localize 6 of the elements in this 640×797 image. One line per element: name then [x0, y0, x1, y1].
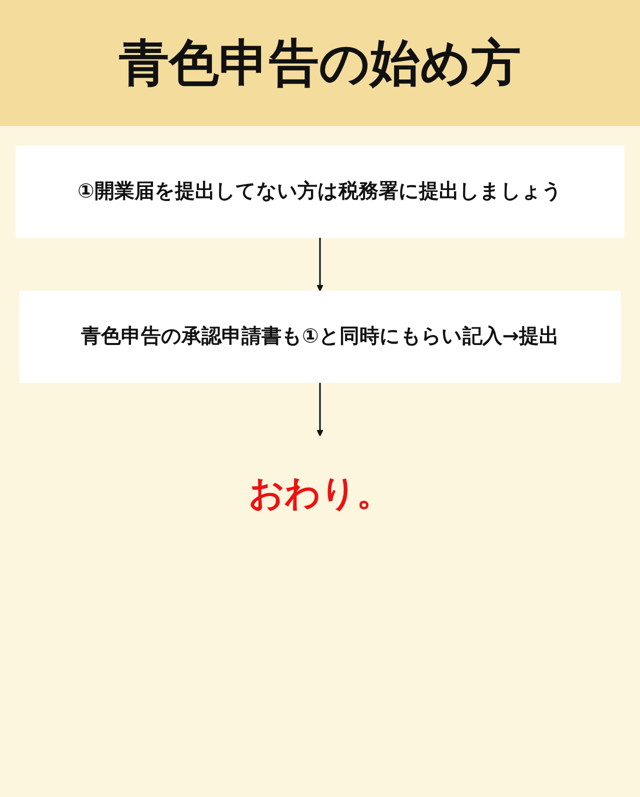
arrow — [316, 237, 324, 292]
node-text: おわり。 — [248, 472, 392, 514]
node-box: ①開業届を提出してない方は税務署に提出しましょう — [16, 146, 624, 238]
arrow — [316, 382, 324, 436]
node-box: 青色申告の承認申請書も①と同時にもらい記入→提出 — [19, 290, 621, 383]
title: 青色申告の始め方 — [119, 32, 521, 94]
